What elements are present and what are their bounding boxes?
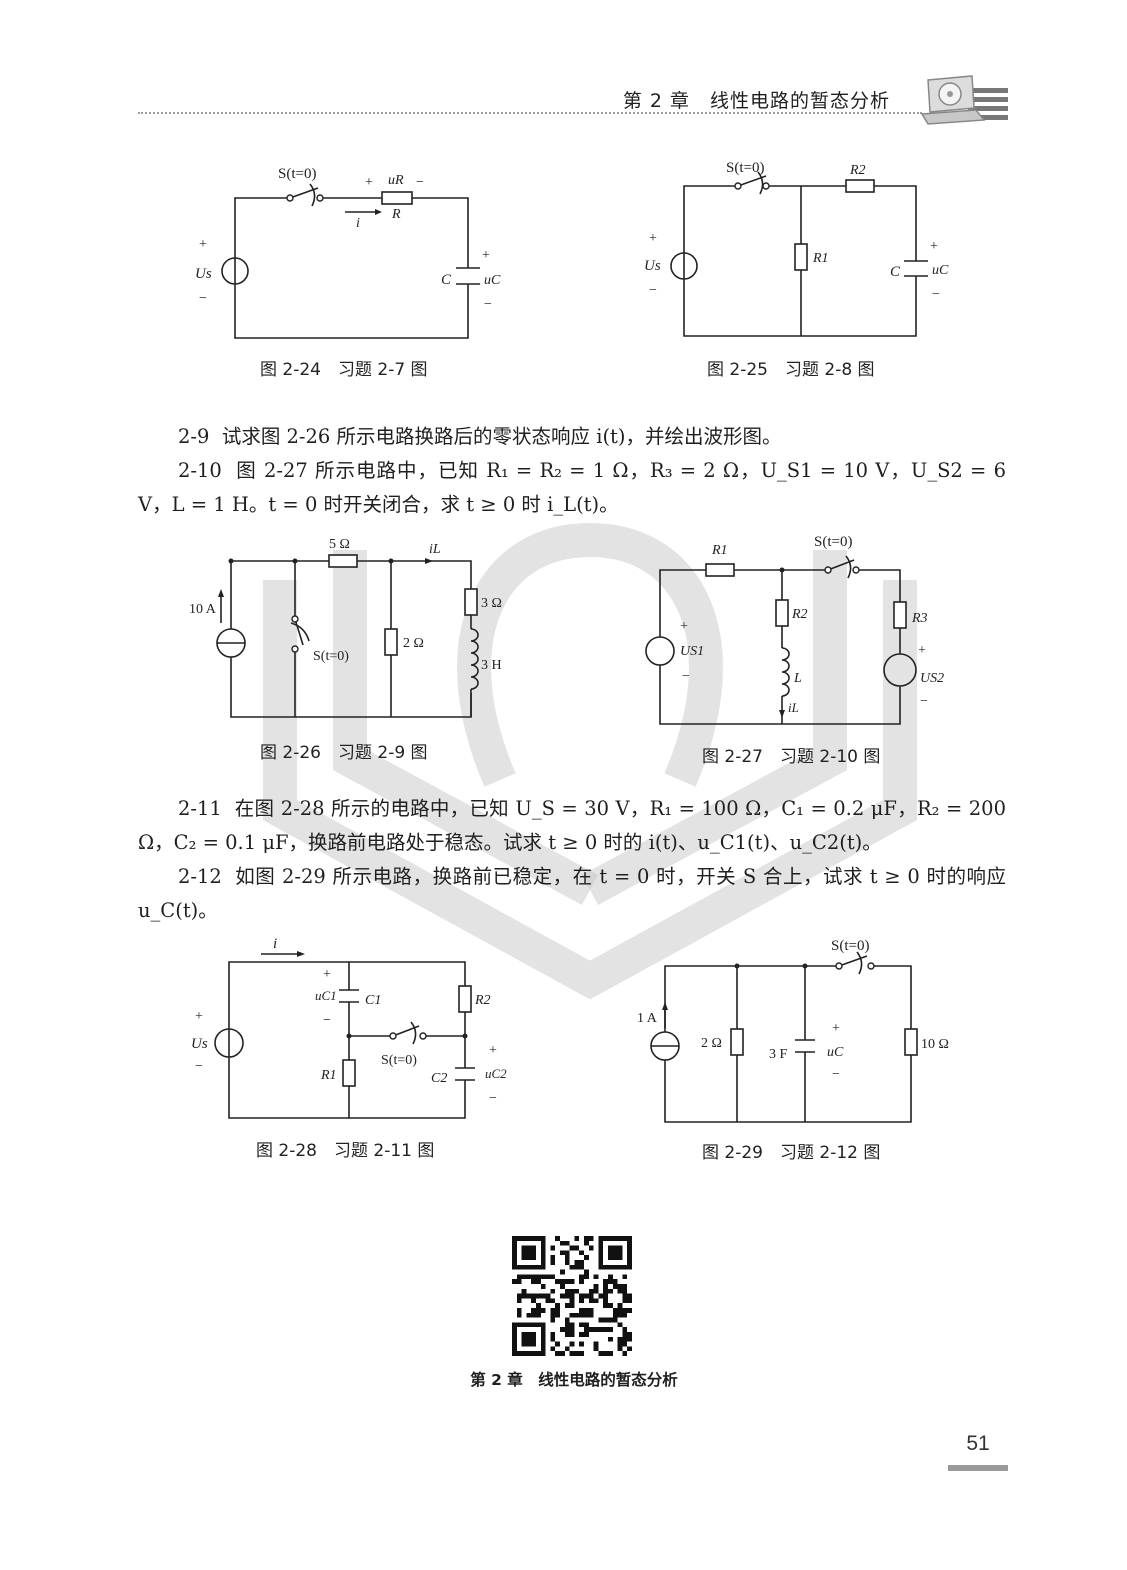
fig27-us1-label: US1 bbox=[680, 644, 704, 659]
fig24-ur-label: uR bbox=[388, 173, 404, 188]
page-number-bar bbox=[948, 1465, 1008, 1471]
fig25-us-label: Us bbox=[644, 258, 661, 274]
fig25-switch-label: S(t=0) bbox=[726, 160, 764, 176]
fig24-switch-label: S(t=0) bbox=[278, 166, 316, 182]
problem-2-12: 2-12 如图 2-29 所示电路，换路前已稳定，在 t = 0 时，开关 S … bbox=[138, 865, 1006, 922]
svg-text:+: + bbox=[832, 1021, 840, 1036]
figure-2-29-caption: 图 2-29 习题 2-12 图 bbox=[702, 1143, 881, 1163]
fig29-r10-label: 10 Ω bbox=[921, 1037, 949, 1052]
svg-text:+: + bbox=[482, 248, 490, 263]
svg-text:−: − bbox=[932, 287, 940, 302]
qr-code[interactable] bbox=[512, 1236, 632, 1356]
fig24-uc-label: uC bbox=[484, 273, 501, 288]
problem-2-10: 2-10 图 2-27 所示电路中，已知 R₁ = R₂ = 1 Ω，R₃ = … bbox=[138, 459, 1006, 516]
running-header-title: 第 2 章 线性电路的暂态分析 bbox=[622, 90, 890, 112]
fig28-uc2-label: uC2 bbox=[485, 1066, 507, 1081]
fig26-r2-label: 2 Ω bbox=[403, 636, 424, 651]
fig28-i-label: i bbox=[273, 936, 277, 952]
fig25-r2-label: R2 bbox=[849, 163, 866, 178]
svg-text:−: − bbox=[323, 1013, 331, 1028]
problem-2-11: 2-11 在图 2-28 所示的电路中，已知 U_S = 30 V，R₁ = 1… bbox=[138, 797, 1006, 854]
fig29-switch-label: S(t=0) bbox=[831, 938, 869, 954]
fig29-source-label: 1 A bbox=[637, 1011, 658, 1026]
svg-text:+: + bbox=[649, 231, 657, 246]
fig28-switch-label: S(t=0) bbox=[381, 1053, 417, 1068]
fig29-uc-label: uC bbox=[827, 1045, 844, 1060]
fig27-r3-label: R3 bbox=[911, 611, 928, 626]
svg-text:+: + bbox=[199, 237, 207, 252]
svg-text:−: − bbox=[489, 1091, 497, 1106]
fig27-us2-label: US2 bbox=[920, 671, 944, 686]
fig27-r1-label: R1 bbox=[711, 543, 728, 558]
svg-text:−: − bbox=[484, 297, 492, 312]
svg-text:+: + bbox=[323, 967, 331, 982]
header-dotted-rule bbox=[138, 112, 922, 114]
fig25-r1-label: R1 bbox=[812, 251, 829, 266]
figure-2-24-caption: 图 2-24 习题 2-7 图 bbox=[260, 360, 428, 380]
laptop-cd-icon bbox=[920, 75, 1008, 125]
figure-2-29-circuit: S(t=0) 1 A 2 Ω 3 F + uC − 10 Ω bbox=[637, 938, 949, 1123]
figure-2-25-circuit: S(t=0) R2 R1 + Us − C + uC − bbox=[644, 160, 949, 337]
fig27-l-label: L bbox=[793, 671, 802, 686]
svg-text:+: + bbox=[918, 643, 926, 658]
svg-text:−: − bbox=[195, 1059, 203, 1074]
fig26-l-label: 3 H bbox=[481, 658, 502, 673]
fig27-il-label: iL bbox=[788, 700, 799, 715]
svg-text:−: − bbox=[832, 1067, 840, 1082]
fig26-r3-label: 3 Ω bbox=[481, 596, 502, 611]
svg-text:+: + bbox=[680, 619, 688, 634]
figure-2-27-caption: 图 2-27 习题 2-10 图 bbox=[702, 747, 881, 767]
figure-2-26-caption: 图 2-26 习题 2-9 图 bbox=[260, 743, 428, 763]
problem-2-9: 2-9 试求图 2-26 所示电路换路后的零状态响应 i(t)，并绘出波形图。 bbox=[178, 425, 782, 448]
svg-text:−: − bbox=[920, 694, 928, 709]
svg-text:−: − bbox=[416, 175, 424, 190]
fig28-r1-label: R1 bbox=[320, 1068, 337, 1083]
figure-2-27-circuit: S(t=0) R1 R2 R3 L iL + US1 − + US2 − bbox=[645, 534, 944, 725]
fig26-source-label: 10 A bbox=[189, 602, 217, 617]
fig29-c-label: 3 F bbox=[769, 1047, 788, 1062]
fig28-uc1-label: uC1 bbox=[315, 988, 337, 1003]
fig24-c-label: C bbox=[441, 272, 452, 288]
page-number: 51 bbox=[966, 1432, 990, 1455]
figure-2-24-circuit: S(t=0) + uR − R i + Us − C + uC − bbox=[195, 166, 501, 339]
fig24-i-label: i bbox=[356, 216, 360, 231]
figure-2-28-circuit: i + Us − + uC1 − C1 R2 R1 S(t=0) C2 + uC… bbox=[191, 936, 507, 1119]
svg-text:+: + bbox=[930, 239, 938, 254]
fig25-c-label: C bbox=[890, 264, 901, 280]
fig27-switch-label: S(t=0) bbox=[814, 534, 852, 550]
figure-2-28-caption: 图 2-28 习题 2-11 图 bbox=[256, 1141, 435, 1161]
figure-2-25-caption: 图 2-25 习题 2-8 图 bbox=[707, 360, 875, 380]
fig25-uc-label: uC bbox=[932, 263, 949, 278]
fig24-r-label: R bbox=[391, 207, 401, 222]
fig26-switch-label: S(t=0) bbox=[313, 649, 349, 664]
fig28-c1-label: C1 bbox=[365, 993, 381, 1008]
svg-text:+: + bbox=[489, 1043, 497, 1058]
svg-text:−: − bbox=[199, 291, 207, 306]
svg-text:−: − bbox=[649, 283, 657, 298]
figure-2-26-circuit: 10 A 5 Ω iL 3 Ω 3 H 2 Ω S(t=0) bbox=[189, 537, 502, 718]
qr-caption: 第 2 章 线性电路的暂态分析 bbox=[470, 1371, 678, 1389]
fig28-c2-label: C2 bbox=[431, 1071, 447, 1086]
fig29-r2-label: 2 Ω bbox=[701, 1036, 722, 1051]
fig28-us-label: Us bbox=[191, 1036, 208, 1052]
fig26-r5-label: 5 Ω bbox=[329, 537, 350, 552]
fig26-il-label: iL bbox=[429, 542, 441, 557]
fig24-us-label: Us bbox=[195, 266, 212, 282]
svg-text:+: + bbox=[365, 175, 373, 190]
fig27-r2-label: R2 bbox=[791, 607, 808, 622]
svg-text:−: − bbox=[682, 669, 690, 684]
fig28-r2-label: R2 bbox=[474, 993, 491, 1008]
svg-text:+: + bbox=[195, 1009, 203, 1024]
